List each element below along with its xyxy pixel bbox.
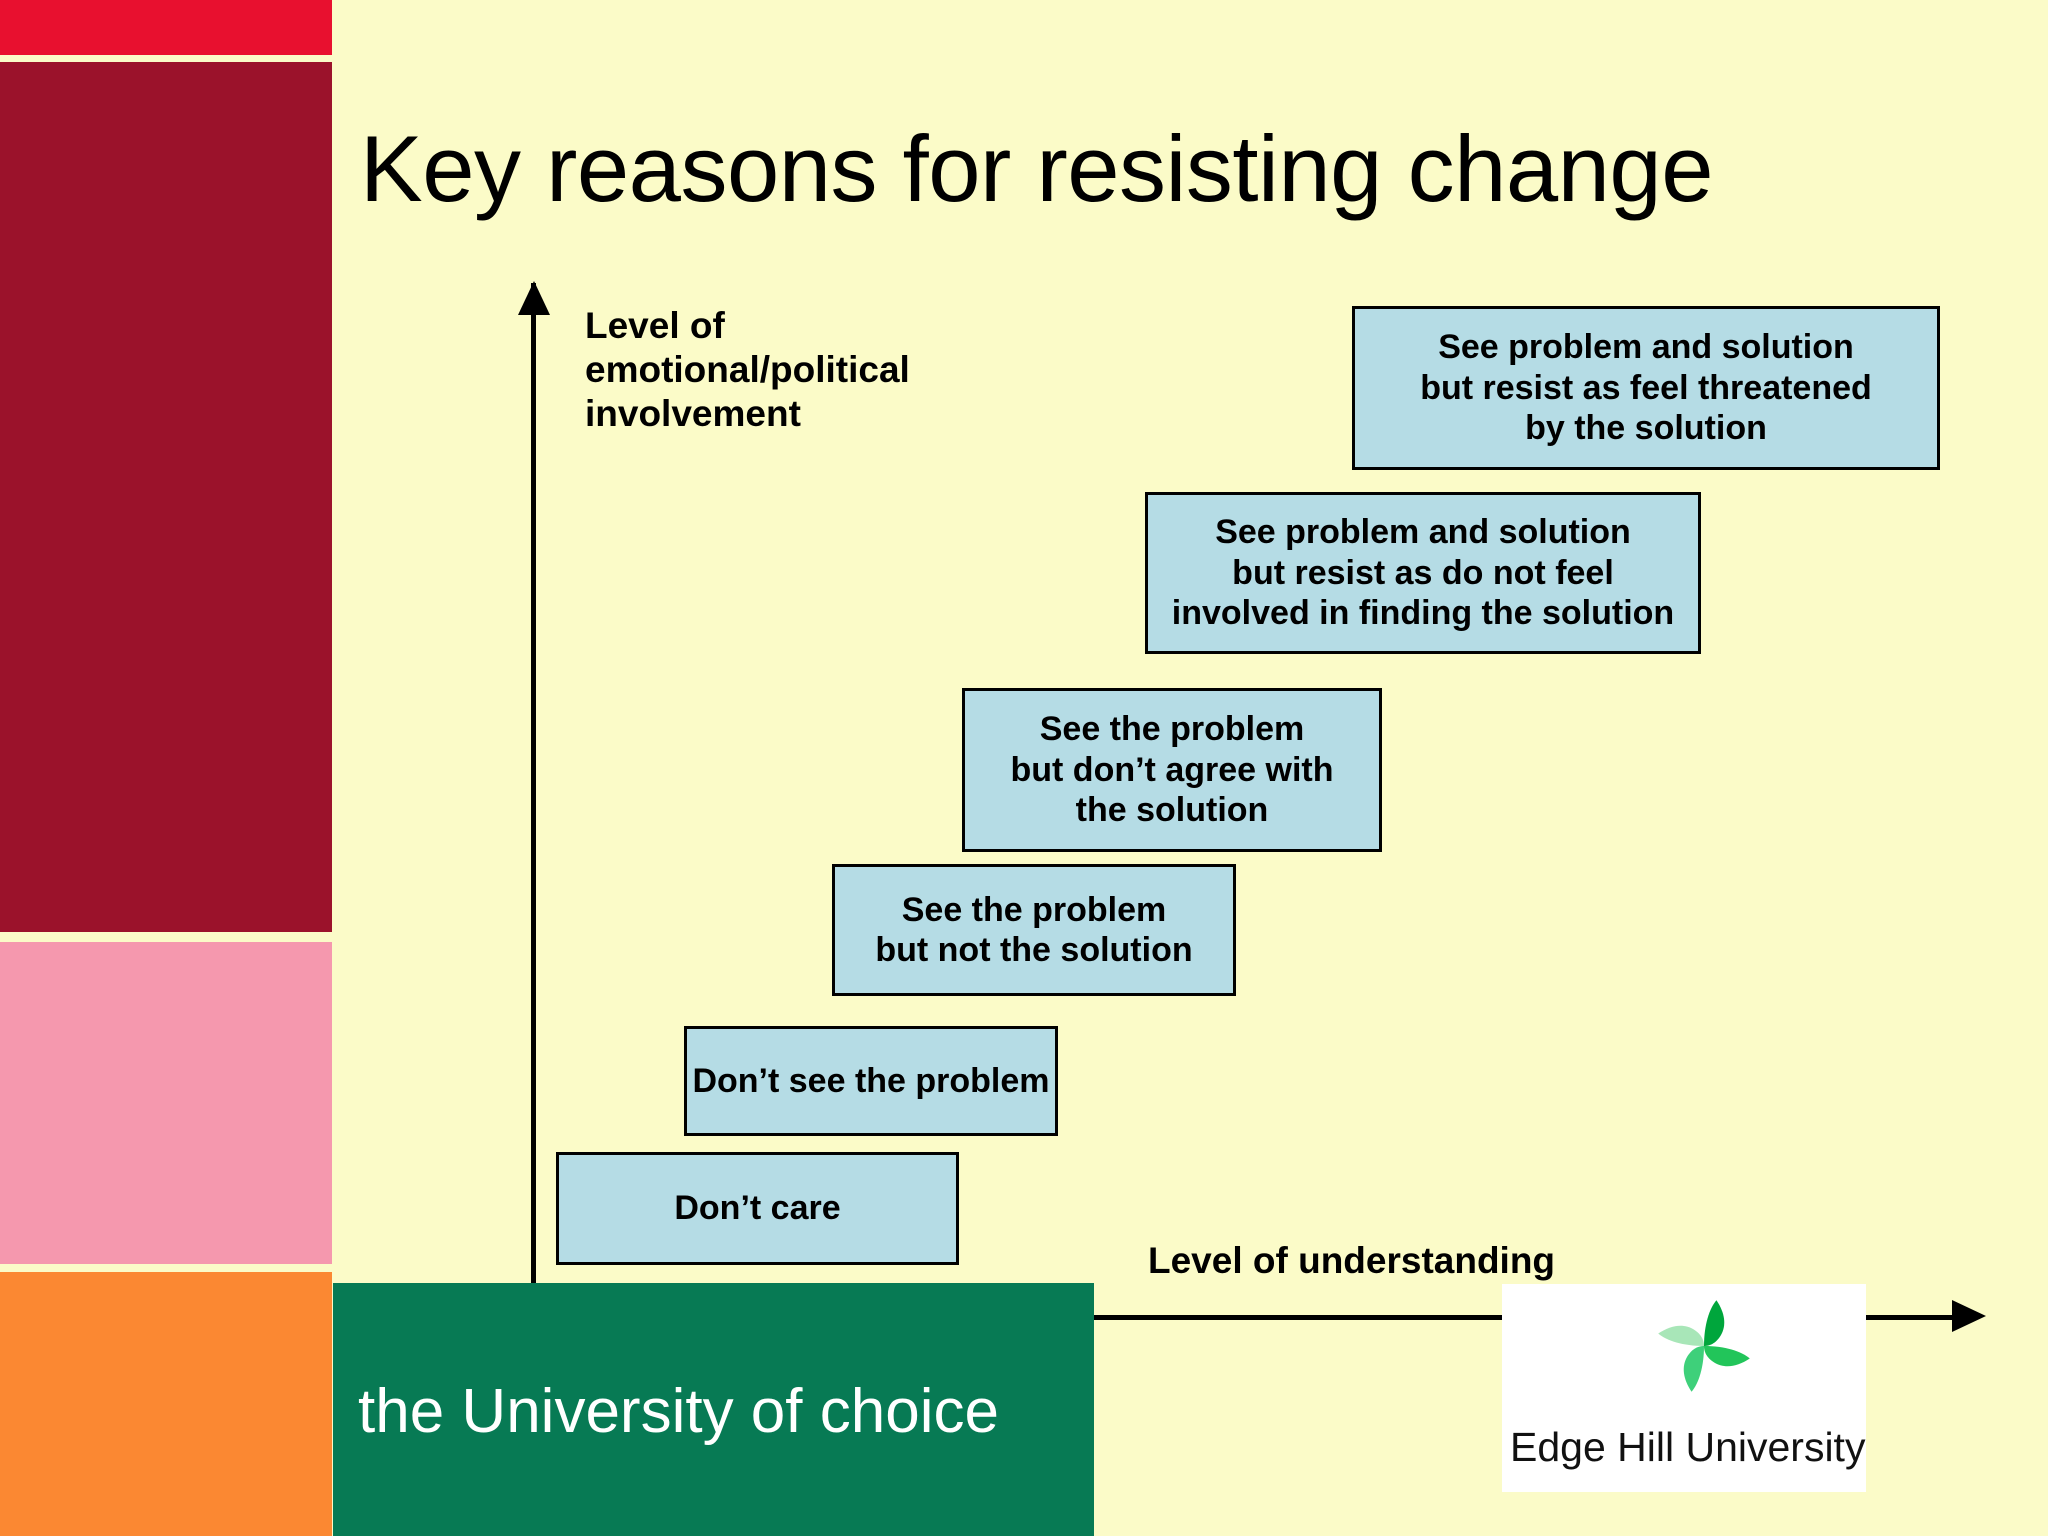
y-axis-label-line-2: emotional/political [585, 349, 910, 391]
step-box-4: See the problem but don’t agree with the… [962, 688, 1382, 852]
y-axis-arrow-icon [518, 281, 550, 315]
step-box-6: See problem and solution but resist as f… [1352, 306, 1940, 470]
step-box-4-line-1: See the problem [1039, 710, 1305, 749]
step-box-6-line-3: by the solution [1525, 409, 1767, 448]
step-box-5-line-1: See problem and solution [1215, 513, 1631, 552]
step-box-1-line-1: Don’t care [674, 1189, 841, 1228]
y-axis-label-line-1: Level of [585, 305, 725, 346]
step-box-5-line-2: but resist as do not feel [1232, 553, 1614, 592]
step-box-4-line-3: the solution [1075, 791, 1269, 830]
step-box-2: Don’t see the problem [684, 1026, 1058, 1136]
sidebar-band-dark-red [0, 62, 332, 932]
x-axis-arrow-icon [1952, 1300, 1986, 1332]
step-box-6-line-2: but resist as feel threatened [1420, 368, 1872, 407]
x-axis-label: Level of understanding [1148, 1240, 1556, 1281]
logo-wordmark: Edge Hill University [1510, 1424, 1866, 1470]
step-box-2-text: Don’t see the problem [692, 1061, 1049, 1101]
y-axis-label: Level of emotional/political involvement [585, 304, 910, 436]
strapline-bar [333, 1283, 1094, 1536]
step-box-1: Don’t care [556, 1152, 959, 1265]
step-box-5-text: See problem and solution but resist as d… [1172, 512, 1674, 633]
step-box-5: See problem and solution but resist as d… [1145, 492, 1701, 654]
step-box-3-text: See the problem but not the solution [875, 890, 1192, 971]
slide-title: Key reasons for resisting change [360, 116, 1713, 221]
step-box-3-line-1: See the problem [901, 890, 1167, 929]
strapline-text: the University of choice [358, 1377, 999, 1446]
step-box-4-line-2: but don’t agree with [1010, 750, 1334, 789]
sidebar-band-pink [0, 942, 332, 1264]
step-box-5-line-3: involved in finding the solution [1171, 594, 1675, 633]
step-box-1-text: Don’t care [674, 1188, 840, 1228]
step-box-3: See the problem but not the solution [832, 864, 1236, 996]
step-box-4-text: See the problem but don’t agree with the… [1011, 709, 1334, 830]
x-axis-line [531, 1315, 1960, 1320]
sidebar-band-orange [0, 1272, 332, 1536]
step-box-2-line-1: Don’t see the problem [692, 1061, 1050, 1100]
step-box-6-line-1: See problem and solution [1438, 328, 1854, 367]
y-axis-line [531, 283, 536, 1320]
step-box-3-line-2: but not the solution [875, 931, 1193, 969]
edge-hill-pinwheel-icon [1652, 1294, 1756, 1398]
sidebar-color-bar [0, 0, 332, 1536]
y-axis-label-line-3: involvement [585, 393, 801, 435]
sidebar-band-red [0, 0, 332, 55]
step-box-6-text: See problem and solution but resist as f… [1420, 327, 1872, 448]
logo-panel [1502, 1284, 1866, 1492]
